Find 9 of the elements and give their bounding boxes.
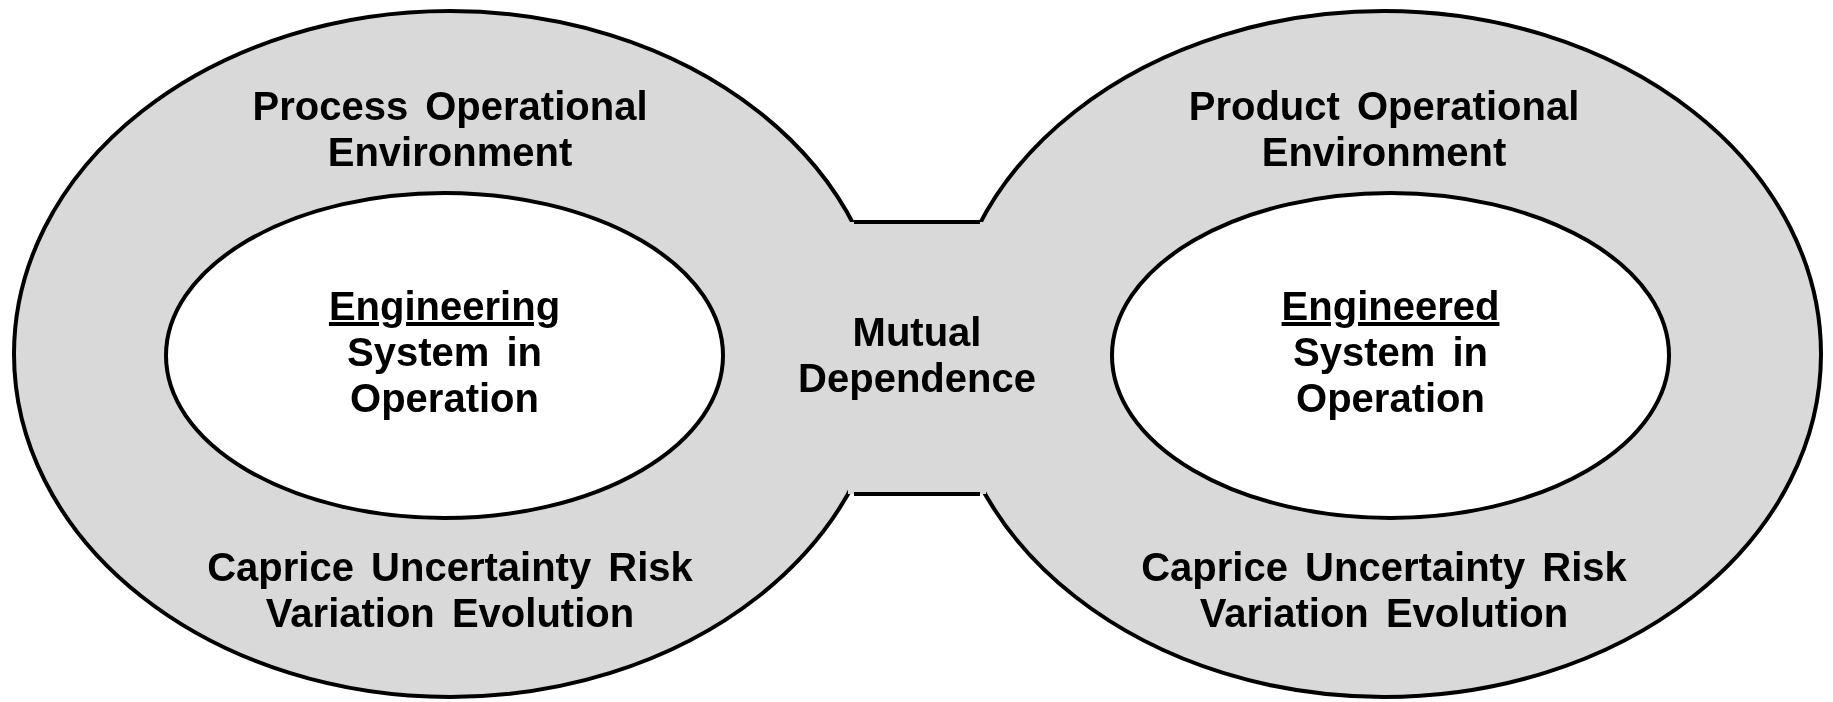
- factor-list: Caprice Uncertainty Risk Variation Evolution: [170, 544, 730, 636]
- system-label: System in Operation: [1292, 329, 1489, 421]
- system-heading: Engineering: [328, 283, 561, 329]
- system-heading: Engineered: [1281, 283, 1500, 329]
- environment-title: Process Operational Environment: [251, 83, 649, 175]
- relationship-label: Mutual Dependence: [797, 309, 1037, 401]
- environment-title: Product Operational Environment: [1187, 83, 1581, 175]
- system-label: System in Operation: [346, 329, 543, 421]
- factor-list: Caprice Uncertainty Risk Variation Evolution: [1104, 544, 1664, 636]
